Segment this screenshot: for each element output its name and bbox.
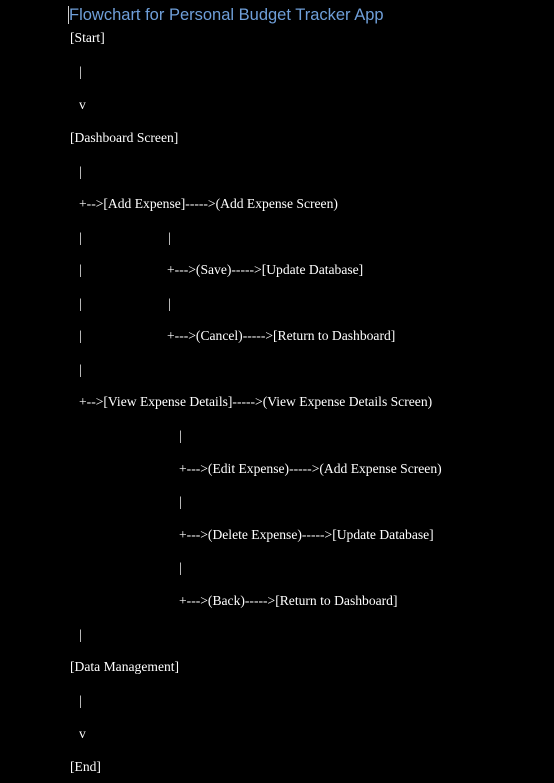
flow-line-connector[interactable]: | <box>79 262 82 277</box>
flow-line-save[interactable]: +--->(Save)----->[Update Database] <box>167 262 364 277</box>
flow-line-arrow[interactable]: v <box>79 97 86 112</box>
text-cursor <box>68 6 69 24</box>
flow-line-cancel[interactable]: +--->(Cancel)----->[Return to Dashboard] <box>167 328 396 343</box>
flow-line-arrow[interactable]: v <box>79 726 86 741</box>
flow-line-connector[interactable]: | <box>168 296 171 311</box>
flow-line-edit-expense[interactable]: +--->(Edit Expense)----->(Add Expense Sc… <box>179 461 442 476</box>
flow-line-connector[interactable]: | <box>79 328 82 343</box>
flow-line-delete-expense[interactable]: +--->(Delete Expense)----->[Update Datab… <box>179 527 434 542</box>
flow-line-data-management[interactable]: [Data Management] <box>70 659 180 674</box>
flow-line-end[interactable]: [End] <box>70 759 101 774</box>
flow-line-connector[interactable]: | <box>79 362 82 377</box>
document-title[interactable]: Flowchart for Personal Budget Tracker Ap… <box>69 6 384 24</box>
flow-line-connector[interactable]: | <box>79 627 82 642</box>
flow-line-view-expense-details[interactable]: +-->[View Expense Details]----->(View Ex… <box>79 394 433 409</box>
flow-line-connector[interactable]: | <box>79 164 82 179</box>
flow-line-dashboard-screen[interactable]: [Dashboard Screen] <box>70 130 179 145</box>
flow-line-back[interactable]: +--->(Back)----->[Return to Dashboard] <box>179 593 398 608</box>
flow-line-connector[interactable]: | <box>79 296 82 311</box>
flow-line-connector[interactable]: | <box>79 693 82 708</box>
flow-line-connector[interactable]: | <box>179 428 182 443</box>
flow-line-connector[interactable]: | <box>179 494 182 509</box>
flow-line-connector[interactable]: | <box>168 230 171 245</box>
flow-line-connector[interactable]: | <box>79 230 82 245</box>
flow-line-connector[interactable]: | <box>179 560 182 575</box>
flow-line-connector[interactable]: | <box>79 64 82 79</box>
flow-line-add-expense[interactable]: +-->[Add Expense]----->(Add Expense Scre… <box>79 196 338 211</box>
flow-line-start[interactable]: [Start] <box>70 30 105 45</box>
